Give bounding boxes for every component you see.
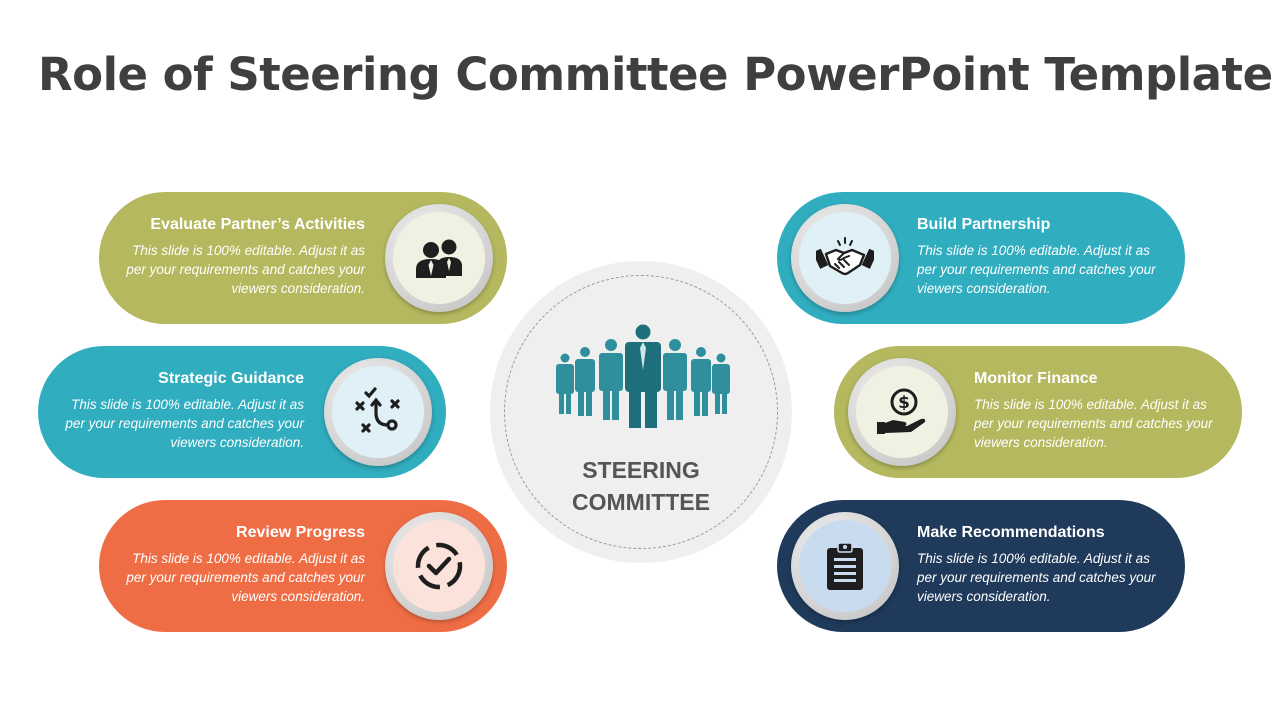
center-label-line2: COMMITTEE [572,489,710,515]
icon-ring [791,512,899,620]
center-label: STEERING COMMITTEE [505,454,777,518]
card-text: Make Recommendations This slide is 100% … [917,524,1157,606]
card-evaluate-partners: Evaluate Partner’s Activities This slide… [99,192,507,324]
card-review-progress: Review Progress This slide is 100% edita… [99,500,507,632]
card-make-recommendations: Make Recommendations This slide is 100% … [777,500,1185,632]
business-partners-icon [393,212,485,304]
card-build-partnership: Build Partnership This slide is 100% edi… [777,192,1185,324]
money-hand-icon: $ [856,366,948,458]
card-description: This slide is 100% editable. Adjust it a… [126,243,365,296]
card-text: Monitor Finance This slide is 100% edita… [974,370,1214,452]
icon-ring [385,512,493,620]
card-title: Review Progress [236,524,365,541]
clipboard-icon [799,520,891,612]
card-description: This slide is 100% editable. Adjust it a… [974,397,1213,450]
icon-ring: $ [848,358,956,466]
strategy-icon [332,366,424,458]
team-people-icon [553,324,733,437]
card-title: Evaluate Partner’s Activities [150,216,365,233]
center-label-line1: STEERING [582,457,700,483]
page-title: Role of Steering Committee PowerPoint Te… [38,48,1273,101]
card-title: Build Partnership [917,216,1051,233]
card-title: Make Recommendations [917,524,1105,541]
icon-ring [385,204,493,312]
card-description: This slide is 100% editable. Adjust it a… [917,243,1156,296]
icon-ring [791,204,899,312]
card-strategic-guidance: Strategic Guidance This slide is 100% ed… [38,346,446,478]
progress-check-icon [393,520,485,612]
card-description: This slide is 100% editable. Adjust it a… [65,397,304,450]
card-text: Build Partnership This slide is 100% edi… [917,216,1157,298]
card-monitor-finance: Monitor Finance This slide is 100% edita… [834,346,1242,478]
card-description: This slide is 100% editable. Adjust it a… [917,551,1156,604]
card-text: Evaluate Partner’s Activities This slide… [125,216,365,298]
card-description: This slide is 100% editable. Adjust it a… [126,551,365,604]
card-text: Strategic Guidance This slide is 100% ed… [64,370,304,452]
card-title: Strategic Guidance [158,370,304,387]
card-text: Review Progress This slide is 100% edita… [125,524,365,606]
icon-ring [324,358,432,466]
card-title: Monitor Finance [974,370,1098,387]
handshake-icon [799,212,891,304]
steering-committee-hub: STEERING COMMITTEE [490,261,792,563]
svg-text:$: $ [898,393,910,413]
dashed-ring: STEERING COMMITTEE [504,275,778,549]
